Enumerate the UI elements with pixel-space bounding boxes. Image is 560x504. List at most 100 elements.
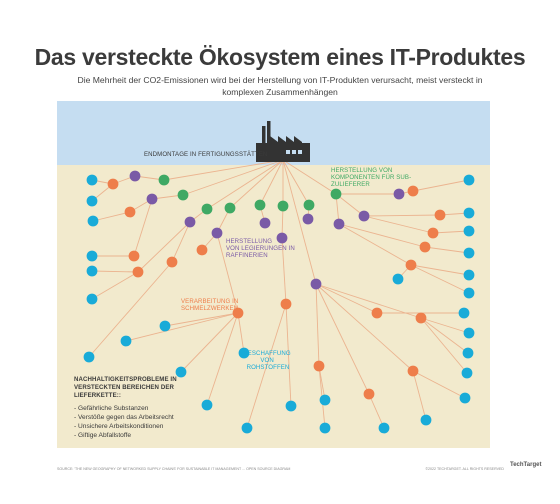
connection-line <box>412 370 427 421</box>
connection-line <box>315 283 370 395</box>
raw-material-node <box>319 394 331 406</box>
connection-line <box>420 317 468 374</box>
raw-material-node <box>420 414 432 426</box>
component-node <box>303 199 315 211</box>
connection-line <box>410 264 470 276</box>
smelter-node <box>405 259 417 271</box>
smelter-node <box>434 209 446 221</box>
label-rohstoffe-line: ROHSTOFFEN <box>247 364 290 371</box>
diagram-subtitle: Die Mehrheit der CO2-Emissionen wird bei… <box>77 75 483 97</box>
connection-line <box>282 159 310 206</box>
raw-material-node <box>238 347 250 359</box>
raw-material-node <box>463 327 475 339</box>
connection-line <box>133 198 153 257</box>
connection-line <box>363 215 434 234</box>
smelter-node <box>132 266 144 278</box>
smelter-node <box>280 298 292 310</box>
label-rohstoffe-line: VON <box>260 357 274 364</box>
refinery-node <box>358 210 370 222</box>
label-legierungen-line: RAFFINERIEN <box>226 252 268 259</box>
raw-material-node <box>463 287 475 299</box>
raw-material-node <box>463 207 475 219</box>
raw-material-node <box>86 195 98 207</box>
diagram-title: Das versteckte Ökosystem eines IT-Produk… <box>34 44 526 70</box>
raw-material-node <box>463 269 475 281</box>
label-komponenten-line: ZULIEFERER <box>331 181 370 188</box>
connection-line <box>315 283 378 314</box>
raw-material-node <box>285 400 297 412</box>
refinery-node <box>310 278 322 290</box>
connection-line <box>420 317 469 354</box>
connection-line <box>206 159 284 210</box>
smelter-node <box>427 227 439 239</box>
component-node <box>277 200 289 212</box>
raw-material-node <box>392 273 404 285</box>
connection-line <box>91 271 139 300</box>
raw-material-node <box>458 307 470 319</box>
connection-line <box>163 159 284 181</box>
issues-heading-line: LIEFERKETTE:: <box>74 392 121 399</box>
component-node <box>201 203 213 215</box>
smelter-node <box>407 365 419 377</box>
techtarget-logo: TechTarget <box>510 462 542 468</box>
label-schmelzwerke-line: VERARBEITUNG IN <box>181 298 238 305</box>
issue-item: - Unsichere Arbeitskonditionen <box>74 423 164 430</box>
connection-line <box>315 283 414 372</box>
smelter-node <box>363 388 375 400</box>
label-legierungen-line: HERSTELLUNG <box>226 238 272 245</box>
label-komponenten-line: HERSTELLUNG VON <box>331 167 392 174</box>
component-node <box>254 199 266 211</box>
smelter-node <box>371 307 383 319</box>
raw-material-node <box>241 422 253 434</box>
connection-line <box>246 303 287 429</box>
copyright-note: ©2022 TECHTARGET. ALL RIGHTS RESERVED <box>425 467 504 471</box>
connection-line <box>412 179 470 192</box>
raw-material-node <box>86 174 98 186</box>
component-node <box>330 188 342 200</box>
raw-material-node <box>201 399 213 411</box>
connection-line <box>315 283 320 367</box>
issues-list: - Gefährliche Substanzen - Verstöße gege… <box>74 405 176 439</box>
connection-line <box>259 159 284 206</box>
label-komponenten-line: KOMPONENTEN FÜR SUB- <box>331 174 411 181</box>
connection-line <box>88 261 173 358</box>
label-rohstoffe: BESCHAFFUNG VON ROHSTOFFEN <box>244 350 293 371</box>
issues-heading-line: VERSTECKTEN BEREICHEN DER <box>74 384 175 391</box>
smelter-node <box>166 256 178 268</box>
sustainability-issues-box: NACHHALTIGKEITSPROBLEME IN VERSTECKTEN B… <box>74 376 179 439</box>
connection-line <box>335 193 365 217</box>
raw-material-node <box>120 335 132 347</box>
label-komponenten: HERSTELLUNG VON KOMPONENTEN FÜR SUB- ZUL… <box>331 167 413 188</box>
raw-material-node <box>463 247 475 259</box>
source-footnote: SOURCE: 'THE NEW GEOGRAPHY OF NETWORKED … <box>57 467 291 471</box>
label-schmelzwerke-line: SCHMELZWERKEN <box>181 305 238 312</box>
refinery-node <box>211 227 223 239</box>
connection-line <box>338 223 426 248</box>
component-node <box>224 202 236 214</box>
refinery-node <box>393 188 405 200</box>
connection-line <box>171 221 191 263</box>
connection-line <box>410 264 470 294</box>
label-legierungen: HERSTELLUNG VON LEGIERUNGEN IN RAFFINERI… <box>226 238 297 259</box>
connection-line <box>412 370 466 399</box>
smelter-node <box>196 244 208 256</box>
issues-heading-line: NACHHALTIGKEITSPROBLEME IN <box>74 376 177 383</box>
connection-line <box>92 211 131 222</box>
connection-line <box>363 214 441 217</box>
connection-line <box>216 232 239 314</box>
refinery-node <box>276 232 288 244</box>
raw-material-node <box>87 215 99 227</box>
connection-line <box>281 237 287 305</box>
issues-heading: NACHHALTIGKEITSPROBLEME IN VERSTECKTEN B… <box>74 376 179 399</box>
connection-line <box>229 159 284 209</box>
connection-line <box>368 393 385 429</box>
raw-material-node <box>86 250 98 262</box>
raw-material-node <box>462 347 474 359</box>
connection-line <box>420 317 470 334</box>
smelter-node <box>232 307 244 319</box>
label-legierungen-line: VON LEGIERUNGEN IN <box>226 245 295 252</box>
smelter-node <box>313 360 325 372</box>
raw-material-node <box>463 225 475 237</box>
label-rohstoffe-line: BESCHAFFUNG <box>244 350 291 357</box>
